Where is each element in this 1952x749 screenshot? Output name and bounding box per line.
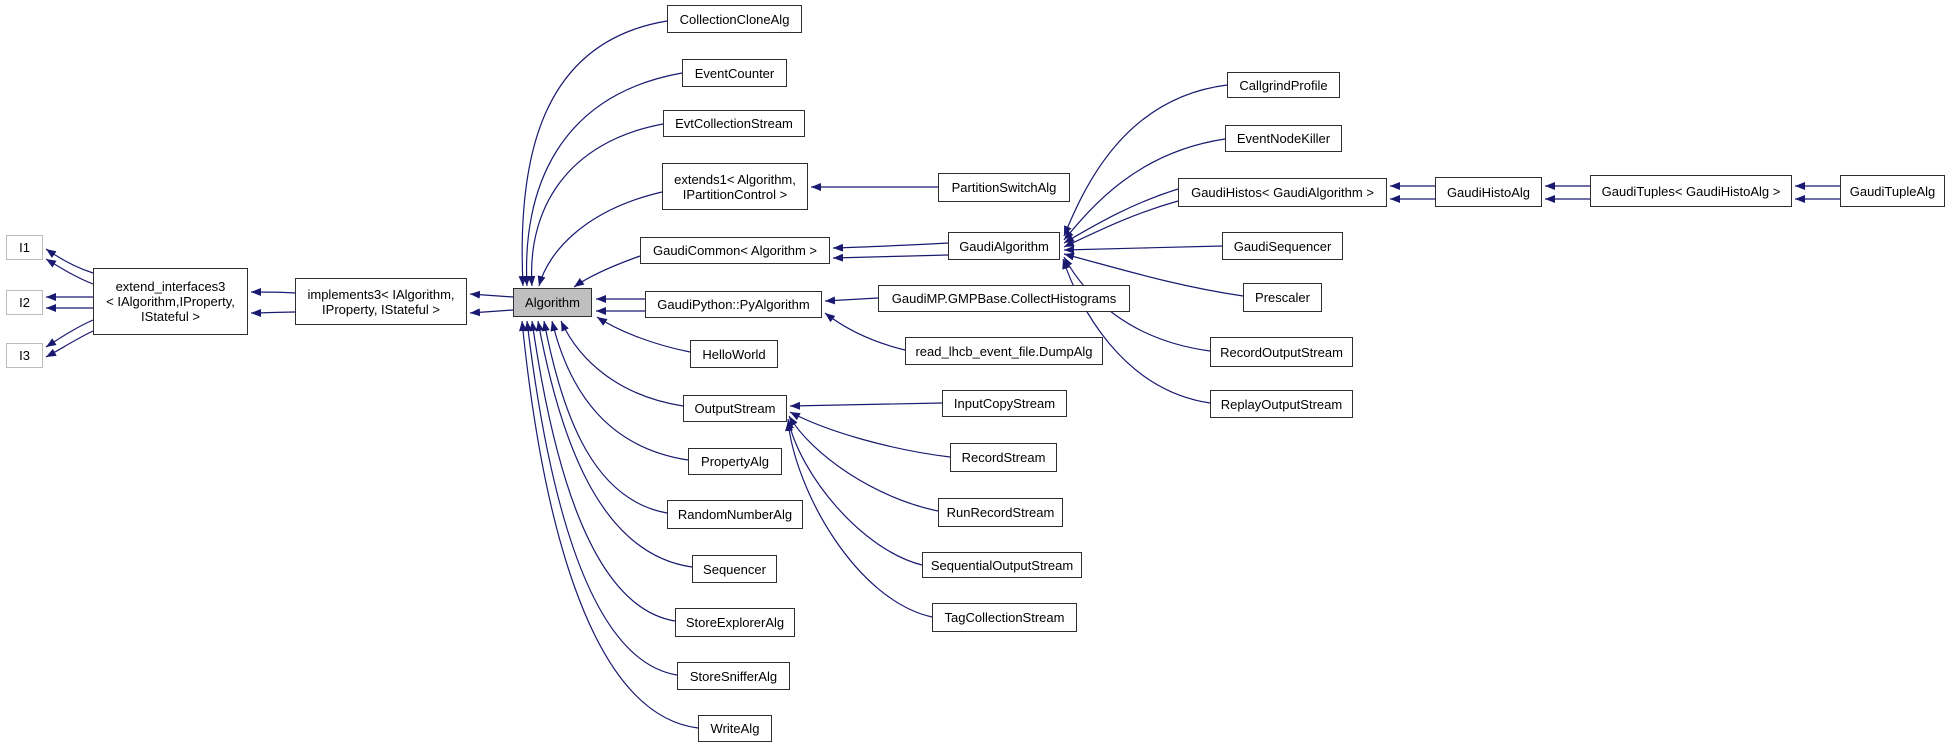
edge-gaudi-algorithm-to-gaudi-common	[832, 242, 949, 252]
edge-gaudi-histos-to-gaudi-algorithm	[1063, 200, 1179, 248]
class-node-gaudi-common[interactable]: GaudiCommon< Algorithm >	[640, 237, 830, 264]
edge-store-sniffer-alg-to-algorithm	[524, 320, 678, 676]
edge-gaudi-histos-to-gaudi-algorithm	[1063, 188, 1179, 244]
class-node-partition-switch-alg[interactable]: PartitionSwitchAlg	[938, 173, 1070, 202]
class-node-gaudi-histos[interactable]: GaudiHistos< GaudiAlgorithm >	[1178, 178, 1387, 207]
class-node-sequencer[interactable]: Sequencer	[692, 555, 777, 583]
class-node-event-node-killer[interactable]: EventNodeKiller	[1225, 125, 1342, 152]
class-node-tag-collection-stream[interactable]: TagCollectionStream	[932, 603, 1077, 632]
class-node-property-alg[interactable]: PropertyAlg	[688, 448, 782, 475]
edge-algorithm-to-implements3	[469, 308, 514, 317]
edge-record-stream-to-output-stream	[789, 411, 951, 458]
class-node-implements3[interactable]: implements3< IAlgorithm, IProperty, ISta…	[295, 278, 467, 325]
class-node-random-number-alg[interactable]: RandomNumberAlg	[667, 500, 803, 529]
edge-prescaler-to-gaudi-algorithm	[1063, 252, 1244, 297]
class-node-gaudi-algorithm[interactable]: GaudiAlgorithm	[948, 232, 1060, 260]
edge-algorithm-to-implements3	[469, 290, 514, 299]
edge-callgrind-profile-to-gaudi-algorithm	[1063, 84, 1228, 237]
class-node-collection-clone-alg[interactable]: CollectionCloneAlg	[667, 5, 802, 33]
class-node-gaudi-histo-alg[interactable]: GaudiHistoAlg	[1435, 177, 1542, 207]
edge-extend-interfaces3-to-i1	[45, 248, 94, 274]
edge-run-record-stream-to-output-stream	[788, 415, 939, 512]
edge-hello-world-to-algorithm	[596, 316, 691, 353]
edge-record-output-stream-to-gaudi-algorithm	[1063, 256, 1211, 352]
class-node-output-stream[interactable]: OutputStream	[683, 395, 787, 422]
class-node-record-output-stream[interactable]: RecordOutputStream	[1210, 337, 1353, 367]
edge-collection-clone-alg-to-algorithm	[518, 20, 668, 287]
edge-group	[45, 20, 1840, 729]
class-node-i1: I1	[6, 235, 43, 260]
edge-evt-collection-stream-to-algorithm	[527, 123, 664, 287]
edge-extend-interfaces3-to-i3	[45, 319, 94, 348]
class-node-event-counter[interactable]: EventCounter	[682, 59, 787, 87]
class-node-extend-interfaces3[interactable]: extend_interfaces3 < IAlgorithm,IPropert…	[93, 268, 248, 335]
edge-gaudimp-collect-histograms-to-py-algorithm	[824, 296, 879, 305]
class-node-replay-output-stream[interactable]: ReplayOutputStream	[1210, 390, 1353, 418]
edge-sequencer-to-algorithm	[535, 320, 693, 568]
class-node-hello-world[interactable]: HelloWorld	[690, 340, 778, 368]
edge-replay-output-stream-to-gaudi-algorithm	[1062, 258, 1211, 404]
edge-implements3-to-extend-interfaces3	[250, 308, 296, 317]
class-node-read-lhcb-dump-alg[interactable]: read_lhcb_event_file.DumpAlg	[905, 337, 1103, 365]
class-node-algorithm: Algorithm	[513, 288, 592, 317]
edge-property-alg-to-algorithm	[550, 320, 689, 461]
edge-sequential-output-stream-to-output-stream	[786, 418, 923, 566]
class-node-i2: I2	[6, 290, 43, 315]
class-node-store-explorer-alg[interactable]: StoreExplorerAlg	[675, 608, 795, 637]
edge-tag-collection-stream-to-output-stream	[785, 420, 933, 618]
edge-gaudi-algorithm-to-gaudi-common	[832, 253, 949, 262]
class-node-evt-collection-stream[interactable]: EvtCollectionStream	[663, 110, 805, 137]
edge-implements3-to-extend-interfaces3	[250, 288, 296, 297]
edge-extend-interfaces3-to-i1	[45, 258, 94, 285]
class-node-sequential-output-stream[interactable]: SequentialOutputStream	[922, 552, 1082, 578]
edge-input-copy-stream-to-output-stream	[789, 401, 943, 410]
edge-extends1-to-algorithm	[537, 191, 663, 287]
edge-write-alg-to-algorithm	[519, 320, 699, 729]
class-node-i3: I3	[6, 343, 43, 368]
edge-event-node-killer-to-gaudi-algorithm	[1063, 138, 1226, 241]
class-node-run-record-stream[interactable]: RunRecordStream	[938, 498, 1063, 527]
class-node-py-algorithm[interactable]: GaudiPython::PyAlgorithm	[645, 291, 822, 318]
edge-event-counter-to-algorithm	[522, 72, 683, 287]
class-node-prescaler[interactable]: Prescaler	[1243, 283, 1322, 312]
edge-gaudi-sequencer-to-gaudi-algorithm	[1063, 245, 1223, 254]
class-node-callgrind-profile[interactable]: CallgrindProfile	[1227, 72, 1340, 98]
class-node-gaudi-sequencer[interactable]: GaudiSequencer	[1222, 232, 1343, 260]
edge-random-number-alg-to-algorithm	[541, 320, 668, 514]
class-node-gaudimp-collect-histograms[interactable]: GaudiMP.GMPBase.CollectHistograms	[878, 285, 1130, 312]
class-node-gaudi-tuple-alg[interactable]: GaudiTupleAlg	[1840, 175, 1945, 207]
edge-store-explorer-alg-to-algorithm	[529, 320, 676, 622]
class-node-record-stream[interactable]: RecordStream	[950, 443, 1057, 472]
edge-read-lhcb-dump-alg-to-py-algorithm	[824, 312, 906, 351]
class-node-extends1[interactable]: extends1< Algorithm, IPartitionControl >	[662, 163, 808, 210]
class-node-write-alg[interactable]: WriteAlg	[698, 715, 772, 742]
class-node-gaudi-tuples[interactable]: GaudiTuples< GaudiHistoAlg >	[1590, 175, 1792, 207]
class-node-input-copy-stream[interactable]: InputCopyStream	[942, 390, 1067, 417]
class-node-store-sniffer-alg[interactable]: StoreSnifferAlg	[677, 662, 790, 690]
edge-extend-interfaces3-to-i3	[45, 330, 94, 358]
edge-output-stream-to-algorithm	[560, 320, 684, 407]
edge-gaudi-common-to-algorithm	[573, 255, 641, 288]
